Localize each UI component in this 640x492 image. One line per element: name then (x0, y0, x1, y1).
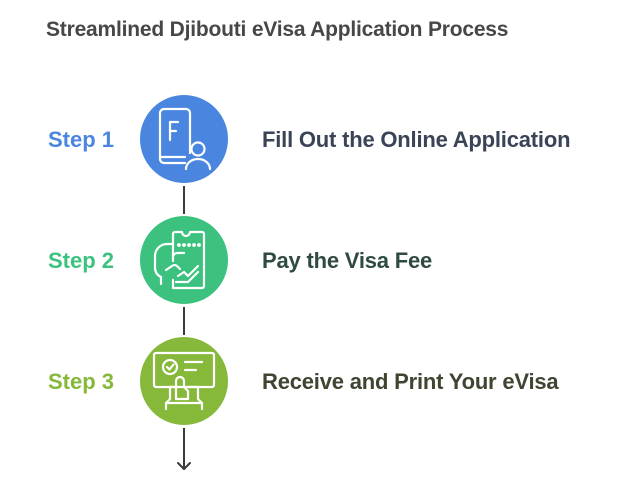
form-user-icon (158, 107, 212, 171)
approved-document-screen-icon (152, 351, 216, 411)
connector-2-3 (183, 307, 185, 335)
connector-1-2 (183, 186, 185, 214)
hand-ticket-payment-icon (153, 230, 206, 290)
arrow-down-icon (177, 428, 191, 470)
step-2-circle (140, 216, 228, 304)
step-2-description: Pay the Visa Fee (262, 248, 433, 273)
step-1-circle (140, 95, 228, 183)
step-3-description: Receive and Print Your eVisa (262, 369, 559, 394)
step-3-circle (140, 337, 228, 425)
step-2-label: Step 2 (48, 248, 115, 273)
step-3-label: Step 3 (48, 369, 115, 394)
page-title: Streamlined Djibouti eVisa Application P… (46, 18, 509, 41)
step-1-label: Step 1 (48, 127, 115, 152)
step-1-description: Fill Out the Online Application (262, 127, 571, 152)
